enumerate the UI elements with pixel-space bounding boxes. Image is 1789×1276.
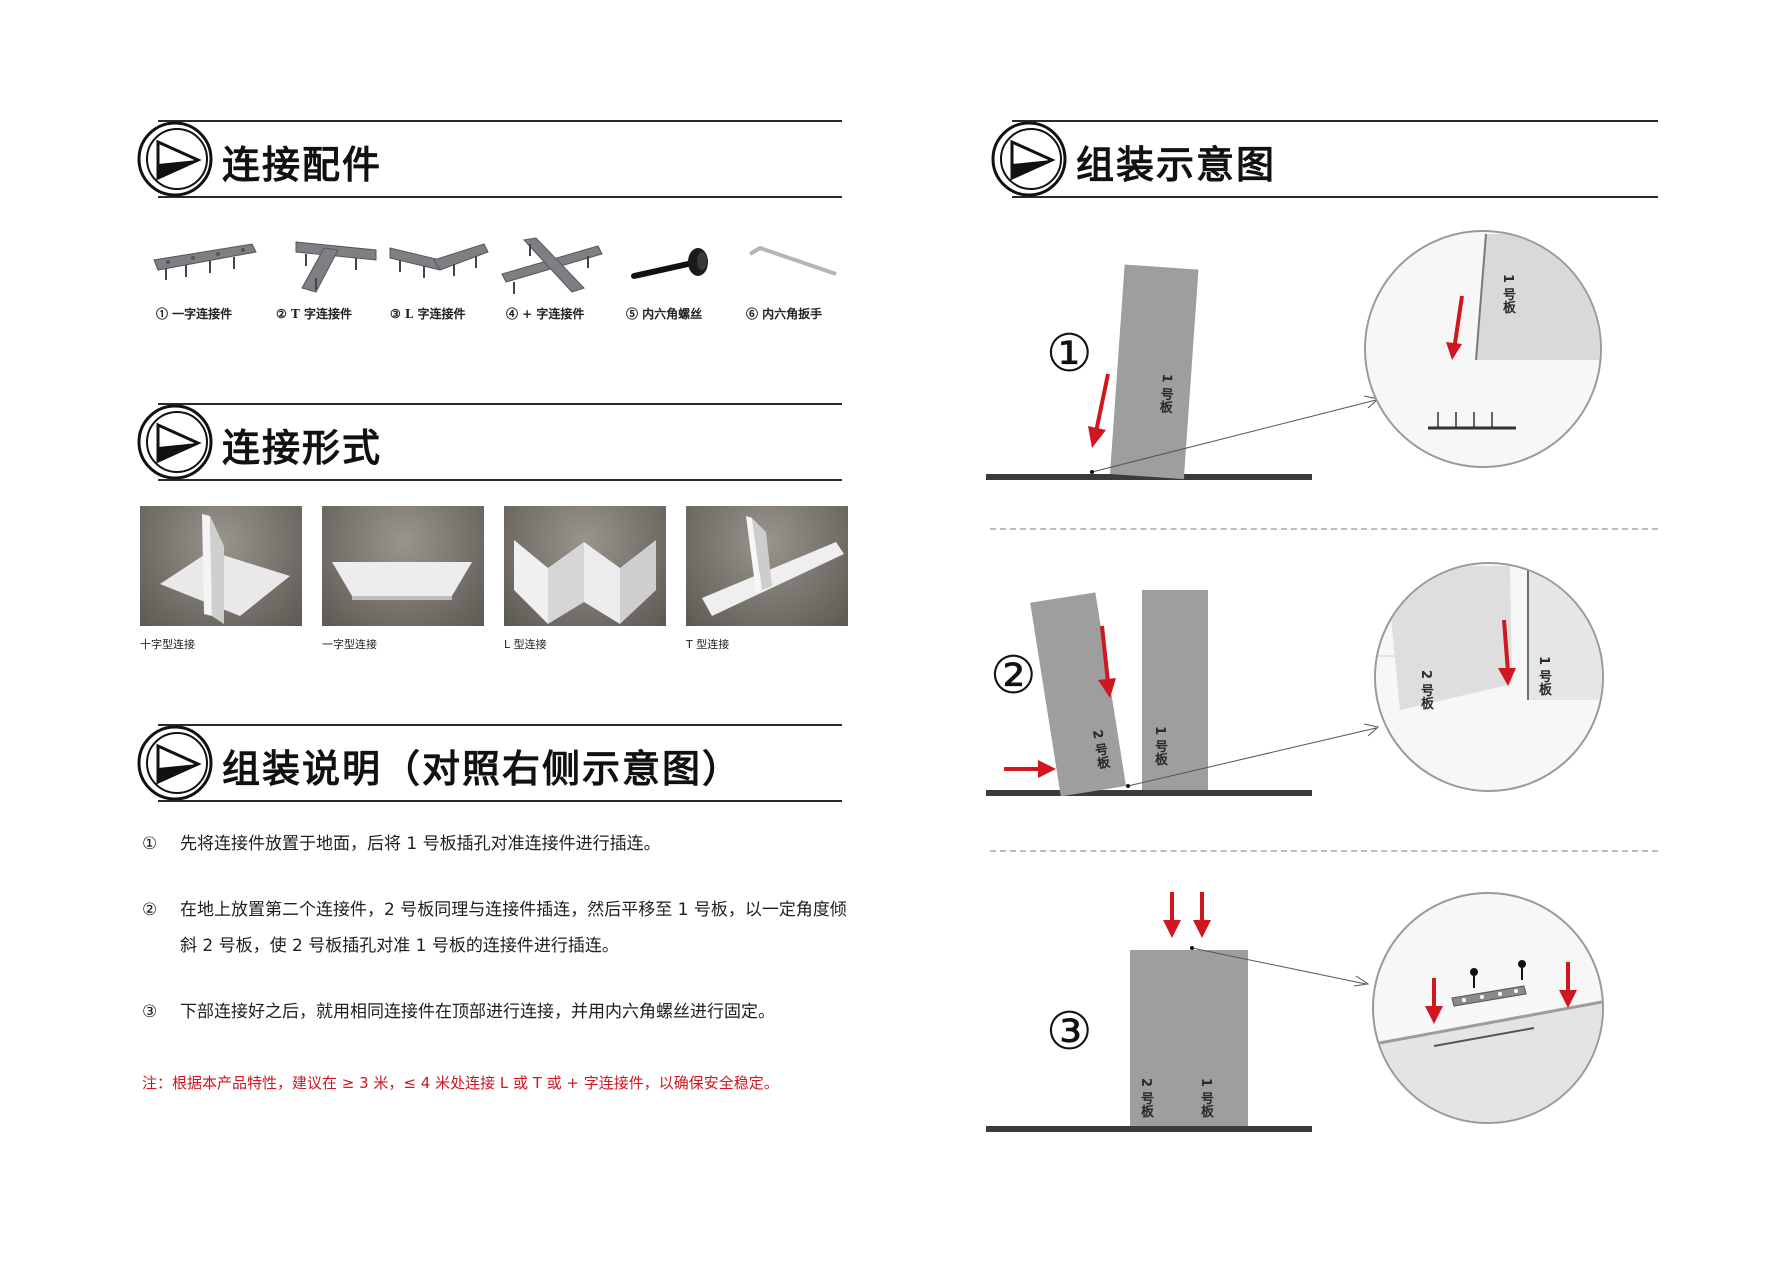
callout-line <box>1126 723 1380 788</box>
diagram-step-number: ② <box>990 646 1037 706</box>
play-badge-icon <box>137 404 213 480</box>
red-down-arrow-icon <box>1098 625 1116 698</box>
board-label: 2 号板 <box>1138 1078 1153 1118</box>
red-down-arrow-icon <box>1088 373 1110 448</box>
header-rule-top <box>158 120 842 122</box>
forms-section-header: 连接形式 <box>136 403 842 481</box>
detail-1-drawing <box>1428 233 1600 430</box>
form-label: T 型连接 <box>686 638 730 651</box>
parts-section-header: 连接配件 <box>136 120 842 198</box>
header-rule-top <box>158 403 842 405</box>
step-text: 在地上放置第二个连接件，2 号板同理与连接件插连，然后平移至 1 号板，以一定角… <box>180 900 847 956</box>
play-badge-icon <box>991 121 1067 197</box>
form-label: 十字型连接 <box>140 638 195 651</box>
board-label: 1 号板 <box>1500 274 1515 314</box>
ground-line <box>986 790 1312 796</box>
parts-title: 连接配件 <box>222 142 383 187</box>
safety-note: 注：根据本产品特性，建议在 ≥ 3 米，≤ 4 米处连接 L 或 T 或 + 字… <box>142 1074 779 1092</box>
form-label: 一字型连接 <box>322 638 377 651</box>
board-label: 2 号板 <box>1418 670 1433 710</box>
board-1: 1 号板 <box>1192 950 1248 1126</box>
part-label: ⑥ 内六角扳手 <box>746 307 823 321</box>
detail-circle-1: 1 号板 <box>1364 230 1602 468</box>
step-text: 下部连接好之后，就用相同连接件在顶部进行连接，并用内六角螺丝进行固定。 <box>180 1002 775 1022</box>
step-text: 先将连接件放置于地面，后将 1 号板插孔对准连接件进行插连。 <box>180 834 661 854</box>
diagram-title: 组装示意图 <box>1076 142 1277 187</box>
part-label: ② T 字连接件 <box>276 307 353 321</box>
header-rule-top <box>1012 120 1658 122</box>
red-right-arrow-icon <box>1004 760 1056 778</box>
l-connection-photo <box>504 506 666 626</box>
board-label: 2 号板 <box>1088 728 1110 771</box>
detail-circle-2: 2 号板 1 号板 <box>1374 562 1604 792</box>
board-label: 1 号板 <box>1152 726 1167 766</box>
form-label: L 型连接 <box>504 638 547 651</box>
straight-connection-photo <box>322 506 484 626</box>
play-badge-icon <box>137 121 213 197</box>
part-label: ④ + 字连接件 <box>506 307 585 321</box>
header-rule-bottom <box>158 800 842 802</box>
ground-line <box>986 1126 1312 1132</box>
hex-key-icon <box>748 246 837 276</box>
red-down-arrows-icon <box>1163 892 1211 938</box>
step-number: ③ <box>142 1002 158 1022</box>
part-label: ① 一字连接件 <box>156 307 233 321</box>
straight-connector-icon <box>153 243 257 280</box>
callout-line <box>1090 395 1380 474</box>
part-label: ⑤ 内六角螺丝 <box>626 307 703 321</box>
instructions-title: 组装说明（对照右侧示意图） <box>222 746 743 791</box>
board-1: 1 号板 <box>1142 590 1208 790</box>
board-2: 2 号板 <box>1130 950 1193 1126</box>
ground-line <box>986 474 1312 480</box>
detail-3-drawing <box>1374 960 1602 1122</box>
diagram-section-header: 组装示意图 <box>990 120 1658 198</box>
callout-line <box>1190 946 1370 987</box>
diagram-step-number: ① <box>1046 324 1093 384</box>
step-divider <box>990 850 1658 852</box>
forms-title: 连接形式 <box>222 425 383 470</box>
detail-2-drawing <box>1376 566 1602 710</box>
cross-connection-photo <box>140 506 302 626</box>
play-badge-icon <box>137 725 213 801</box>
detail-circle-3 <box>1372 892 1604 1124</box>
t-connector-icon <box>295 241 377 293</box>
header-rule-bottom <box>158 479 842 481</box>
header-rule-top <box>158 724 842 726</box>
step-divider <box>990 528 1658 530</box>
header-rule-bottom <box>1012 196 1658 198</box>
part-label: ③ L 字连接件 <box>390 307 466 321</box>
header-rule-bottom <box>158 196 842 198</box>
board-label: 1 号板 <box>1198 1078 1213 1118</box>
step-number: ① <box>142 834 158 854</box>
instructions-section-header: 组装说明（对照右侧示意图） <box>136 724 842 802</box>
step-number: ② <box>142 900 158 920</box>
hex-screw-icon <box>631 248 708 279</box>
cross-connector-icon <box>501 237 603 294</box>
board-label: 1 号板 <box>1536 656 1551 696</box>
diagram-step-number: ③ <box>1046 1002 1093 1062</box>
t-connection-photo <box>686 506 848 626</box>
l-connector-icon <box>389 243 489 278</box>
